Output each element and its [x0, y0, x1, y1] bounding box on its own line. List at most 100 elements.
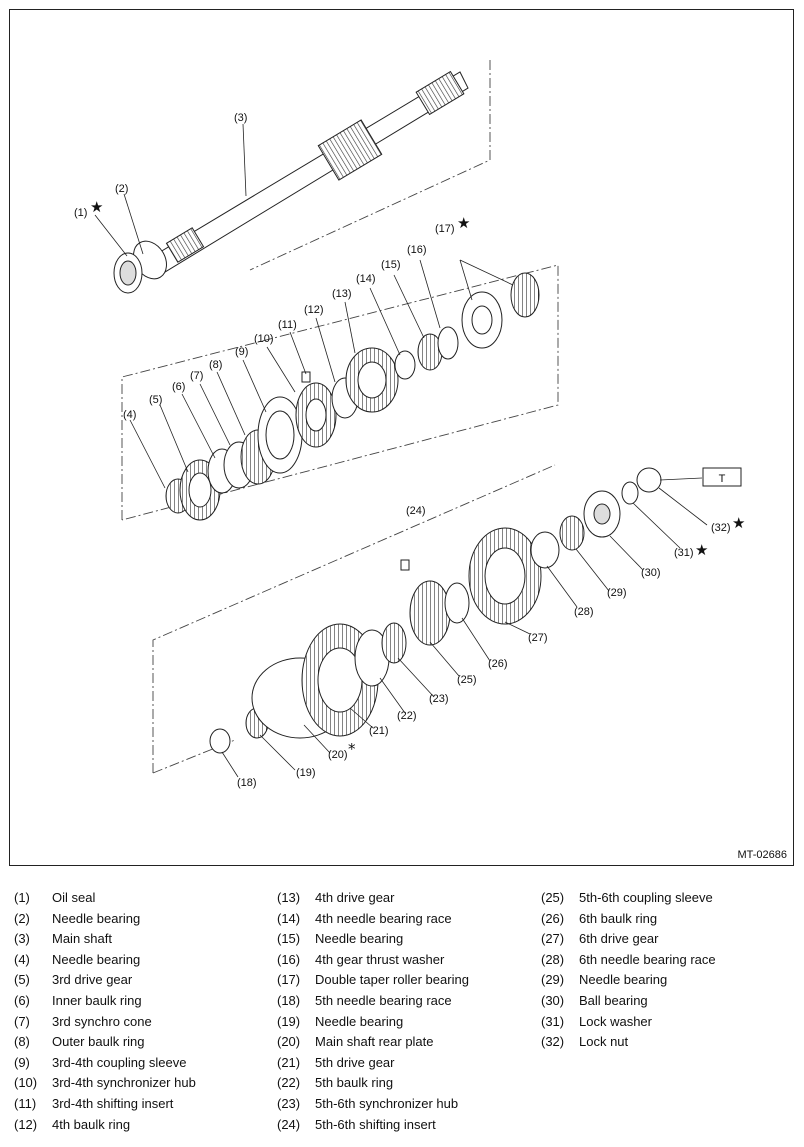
callout-25: (25): [457, 674, 477, 686]
legend-item-name: Needle bearing: [52, 951, 141, 967]
asterisk-mark-20: *: [348, 740, 356, 758]
star-mark-31: ★: [695, 541, 708, 559]
legend-item-name: Lock washer: [579, 1013, 652, 1029]
legend-item-name: Needle bearing: [315, 1013, 404, 1029]
star-mark-1: ★: [90, 198, 103, 216]
callout-14: (14): [356, 273, 376, 285]
legend-item-number: (24): [277, 1116, 301, 1132]
callout-8: (8): [209, 359, 222, 371]
legend-item-number: (1): [14, 890, 30, 905]
callout-27: (27): [528, 632, 548, 644]
exploded-view-figure: T (1) (2) (3) (4) (5) (6) (7) (8) (9) (1…: [9, 9, 794, 866]
legend-item-name: 6th drive gear: [579, 931, 659, 947]
legend-item-number: (16): [277, 951, 301, 967]
legend-item-number: (14): [277, 910, 301, 926]
figure-code: MT-02686: [737, 849, 787, 861]
legend-item-number: (18): [277, 992, 301, 1008]
callout-23: (23): [429, 693, 449, 705]
callout-19: (19): [296, 767, 316, 779]
legend-item-number: (3): [14, 931, 30, 947]
legend-item-number: (6): [14, 992, 30, 1008]
legend-item-number: (17): [277, 972, 301, 988]
callout-17: (17): [435, 223, 455, 235]
legend-item-number: (28): [541, 951, 565, 967]
callout-3: (3): [234, 112, 247, 124]
main-shaft-part: [113, 70, 469, 294]
torque-marker-label: T: [719, 473, 726, 485]
legend-item-number: (13): [277, 890, 301, 905]
legend-item-name: Needle bearing: [579, 972, 668, 988]
legend-item-name: 5th needle bearing race: [315, 992, 452, 1008]
callout-15: (15): [381, 259, 401, 271]
callout-13: (13): [332, 288, 352, 300]
callout-5: (5): [149, 394, 162, 406]
leader-lines: [94, 123, 708, 778]
callout-29: (29): [607, 587, 627, 599]
callout-10: (10): [254, 333, 274, 345]
callout-6: (6): [172, 381, 185, 393]
legend-item-number: (30): [541, 992, 565, 1008]
legend-item-name: 3rd synchro cone: [52, 1013, 152, 1029]
legend-item-name: 3rd-4th synchronizer hub: [52, 1075, 196, 1091]
legend-item-name: 3rd-4th coupling sleeve: [52, 1054, 187, 1070]
legend-item-name: Outer baulk ring: [52, 1034, 145, 1050]
legend-item-name: 4th drive gear: [315, 890, 395, 905]
legend-item-number: (5): [14, 972, 30, 988]
callout-2: (2): [115, 183, 128, 195]
callout-21: (21): [369, 725, 389, 737]
legend-item-name: 5th-6th shifting insert: [315, 1116, 436, 1132]
legend-item-name: 5th-6th coupling sleeve: [579, 890, 713, 905]
legend-item-number: (9): [14, 1054, 30, 1070]
legend-item-number: (23): [277, 1095, 301, 1111]
legend-item-name: Double taper roller bearing: [315, 972, 469, 988]
legend-item-number: (21): [277, 1054, 301, 1070]
legend-item-number: (4): [14, 951, 30, 967]
star-mark-17: ★: [457, 214, 470, 232]
torque-marker-box: T: [702, 467, 742, 487]
callout-31: (31): [674, 547, 694, 559]
callout-30: (30): [641, 567, 661, 579]
parts-legend: (1) Oil seal (2) Needle bearing (3) Main shaf…: [0, 890, 804, 1147]
legend-item-number: (22): [277, 1075, 301, 1091]
callout-4: (4): [123, 409, 136, 421]
legend-item-name: Main shaft rear plate: [315, 1034, 434, 1050]
callout-16: (16): [407, 244, 427, 256]
legend-item-name: 3rd-4th shifting insert: [52, 1095, 174, 1111]
legend-item-name: Lock nut: [579, 1034, 629, 1050]
callout-labels: (1) (2) (3) (4) (5) (6) (7) (8) (9) (10)…: [74, 112, 731, 789]
legend-item-name: Oil seal: [52, 890, 96, 905]
callout-32: (32): [711, 522, 731, 534]
callout-11: (11): [278, 319, 297, 331]
callout-7: (7): [190, 370, 203, 382]
callout-26: (26): [488, 658, 508, 670]
legend-item-number: (29): [541, 972, 565, 988]
callout-1: (1): [74, 207, 87, 219]
callout-22: (22): [397, 710, 417, 722]
callout-24: (24): [406, 505, 426, 517]
legend-item-name: 4th gear thrust washer: [315, 951, 445, 967]
legend-item-number: (2): [14, 910, 30, 926]
callout-28: (28): [574, 606, 594, 618]
legend-item-number: (19): [277, 1013, 301, 1029]
legend-item-number: (31): [541, 1013, 565, 1029]
legend-item-name: 6th needle bearing race: [579, 951, 716, 967]
callout-12: (12): [304, 304, 324, 316]
exploded-view-drawing: T (1) (2) (3) (4) (5) (6) (7) (8) (9) (1…: [74, 60, 745, 789]
legend-item-number: (15): [277, 931, 301, 947]
legend-item-name: 4th needle bearing race: [315, 910, 452, 926]
callout-18: (18): [237, 777, 257, 789]
legend-item-number: (12): [14, 1116, 38, 1132]
legend-item-name: 4th baulk ring: [52, 1116, 131, 1132]
callout-9: (9): [235, 346, 248, 358]
legend-item-number: (10): [14, 1075, 38, 1091]
legend-item-number: (11): [14, 1095, 37, 1111]
legend-item-name: Inner baulk ring: [52, 992, 142, 1008]
legend-item-number: (7): [14, 1013, 30, 1029]
legend-item-number: (26): [541, 910, 565, 926]
legend-item-number: (8): [14, 1034, 30, 1050]
legend-item-name: 5th baulk ring: [315, 1075, 394, 1091]
legend-item-name: 5th drive gear: [315, 1054, 395, 1070]
lower-gear-group: [209, 467, 662, 754]
legend-item-number: (27): [541, 931, 565, 947]
legend-item-name: 5th-6th synchronizer hub: [315, 1095, 459, 1111]
